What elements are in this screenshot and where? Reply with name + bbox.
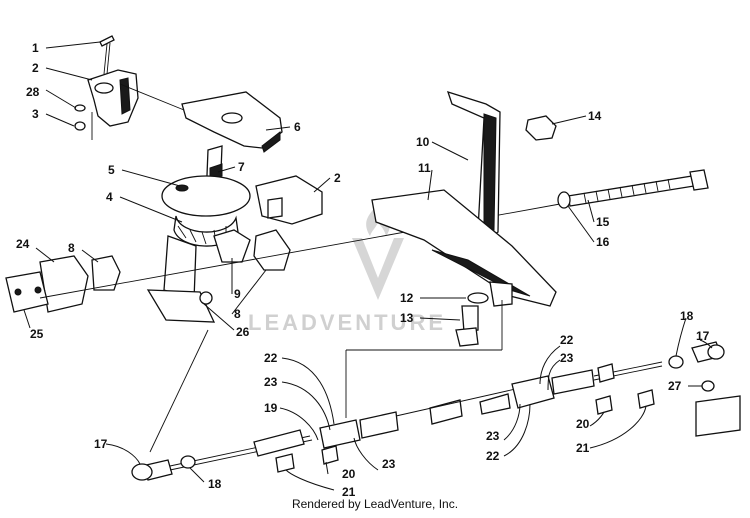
lower-bracket-part: [255, 175, 323, 225]
callout-22-right: 22: [560, 333, 574, 347]
callout-19: 19: [264, 401, 278, 415]
callout-labels: 1 2 28 3 6 7 5 2 4 24 8 9 8 25 26 10 14 …: [16, 41, 710, 499]
callout-13: 13: [400, 311, 414, 325]
ferrule-part: [637, 389, 655, 409]
callout-22: 22: [264, 351, 278, 365]
nut-part: [74, 121, 86, 131]
callout-11: 11: [418, 161, 431, 175]
callout-5: 5: [108, 163, 115, 177]
ferrule-part: [275, 453, 295, 473]
clamp-block-part: [91, 255, 121, 291]
callout-8: 8: [68, 241, 75, 255]
washer-part: [557, 191, 571, 209]
callout-23-bottom: 23: [382, 457, 396, 471]
callout-28: 28: [26, 85, 40, 99]
pedal-lever-part: [371, 189, 557, 307]
callout-7: 7: [238, 160, 245, 174]
callout-2: 2: [32, 61, 39, 75]
callout-26: 26: [236, 325, 250, 339]
bolt-part: [567, 169, 709, 207]
mounting-plate-part: [181, 91, 283, 153]
callout-22-mid: 22: [486, 449, 500, 463]
base-plate-part: [146, 289, 216, 323]
callout-17: 17: [94, 437, 108, 451]
callout-8-lower: 8: [234, 307, 241, 321]
callout-23-right: 23: [560, 351, 574, 365]
callout-15: 15: [596, 215, 610, 229]
callout-24: 24: [16, 237, 30, 251]
render-credit: Rendered by LeadVenture, Inc.: [291, 497, 459, 511]
callout-1: 1: [32, 41, 39, 55]
callout-21: 21: [342, 485, 356, 499]
pivot-bolt-part: [455, 305, 479, 347]
nut-part: [180, 455, 196, 469]
callout-18-right: 18: [680, 309, 694, 323]
ferrule-part: [321, 445, 339, 465]
upper-bracket-part: [87, 69, 139, 127]
clamp-bracket-part: [5, 255, 89, 313]
callout-10: 10: [416, 135, 430, 149]
callout-17-right: 17: [696, 329, 710, 343]
watermark-text: LEADVENTURE: [248, 310, 446, 335]
callout-20-right: 20: [576, 417, 590, 431]
callout-14: 14: [588, 109, 602, 123]
callout-18: 18: [208, 477, 222, 491]
callout-25: 25: [30, 327, 44, 341]
screw-part: [99, 35, 115, 75]
callout-3: 3: [32, 107, 39, 121]
callout-21-right: 21: [576, 441, 590, 455]
nut-part: [668, 355, 684, 369]
nut-part: [701, 380, 715, 392]
nut-part: [525, 115, 557, 141]
callout-23: 23: [264, 375, 278, 389]
mount-block-part: [695, 395, 741, 437]
callout-23-mid: 23: [486, 429, 500, 443]
washer-part: [74, 104, 86, 112]
callout-4: 4: [106, 190, 113, 204]
callout-6: 6: [294, 120, 301, 134]
callout-16: 16: [596, 235, 610, 249]
clamp-half-part: [213, 229, 291, 271]
leader-lines: [23, 41, 713, 491]
callout-2-lower: 2: [334, 171, 341, 185]
washer-part: [467, 292, 489, 304]
callout-20: 20: [342, 467, 356, 481]
ferrule-part: [595, 395, 613, 415]
callout-12: 12: [400, 291, 414, 305]
callout-9: 9: [234, 287, 241, 301]
callout-27: 27: [668, 379, 682, 393]
throttle-cable-part: [131, 341, 725, 481]
